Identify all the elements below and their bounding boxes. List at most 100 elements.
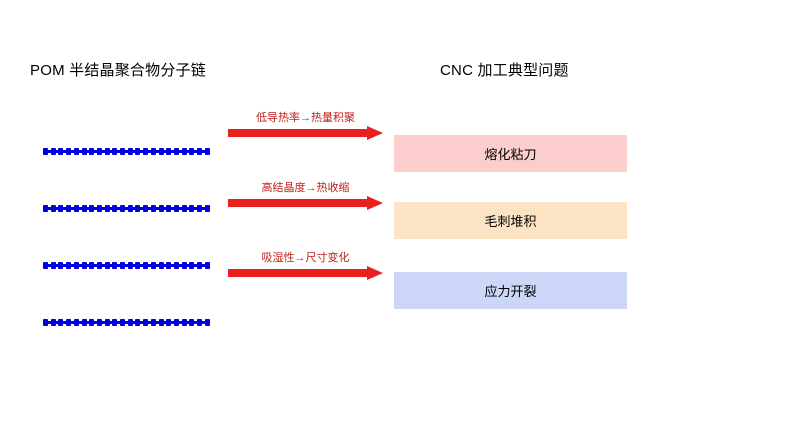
arrow-shaft xyxy=(228,269,370,277)
arrow-label-1: 低导热率→热量积聚 xyxy=(256,112,355,124)
chain-bead xyxy=(43,205,48,212)
polymer-chain-1 xyxy=(43,146,210,157)
chain-bead xyxy=(104,148,110,155)
chain-bead xyxy=(112,262,118,269)
chain-bead xyxy=(120,319,126,326)
chain-bead xyxy=(66,205,72,212)
chain-bead xyxy=(104,262,110,269)
chain-bead xyxy=(197,205,203,212)
chain-bead xyxy=(135,148,141,155)
chain-bead xyxy=(135,319,141,326)
arrow-label-2: 高结晶度→热收缩 xyxy=(261,182,350,194)
chain-bead xyxy=(189,319,195,326)
chain-bead xyxy=(50,205,56,212)
problem-box-label: 熔化粘刀 xyxy=(484,147,537,162)
chain-bead xyxy=(112,148,118,155)
chain-bead-group xyxy=(43,317,210,328)
arrow-head-icon xyxy=(367,196,383,210)
chain-bead xyxy=(50,319,56,326)
chain-bead xyxy=(173,262,179,269)
chain-bead xyxy=(135,205,141,212)
problem-box-burr-buildup: 毛刺堆积 xyxy=(394,202,627,239)
causal-arrow-2 xyxy=(228,196,383,210)
chain-bead xyxy=(181,205,187,212)
chain-bead xyxy=(143,148,149,155)
chain-bead xyxy=(143,319,149,326)
arrow-head-icon xyxy=(367,266,383,280)
chain-bead xyxy=(158,319,164,326)
chain-bead xyxy=(73,262,79,269)
chain-bead xyxy=(204,262,210,269)
chain-bead-group xyxy=(43,260,210,271)
chain-bead xyxy=(204,319,210,326)
chain-bead xyxy=(58,205,64,212)
chain-bead xyxy=(50,262,56,269)
chain-bead xyxy=(66,262,72,269)
chain-bead xyxy=(81,319,87,326)
arrow-head-icon xyxy=(367,126,383,140)
chain-bead xyxy=(43,262,48,269)
chain-bead xyxy=(158,205,164,212)
chain-bead xyxy=(96,262,102,269)
arrow-shaft xyxy=(228,129,370,137)
chain-bead xyxy=(96,205,102,212)
chain-bead xyxy=(197,148,203,155)
chain-bead xyxy=(127,148,133,155)
chain-bead xyxy=(166,262,172,269)
chain-bead xyxy=(120,148,126,155)
causal-arrow-1 xyxy=(228,126,383,140)
chain-bead xyxy=(73,205,79,212)
chain-backbone xyxy=(43,207,210,210)
causal-arrow-3 xyxy=(228,266,383,280)
chain-bead xyxy=(89,319,95,326)
chain-bead xyxy=(43,148,48,155)
chain-bead xyxy=(58,262,64,269)
left-column-heading: POM 半结晶聚合物分子链 xyxy=(30,62,206,79)
chain-bead xyxy=(166,205,172,212)
chain-bead xyxy=(143,262,149,269)
chain-bead xyxy=(181,319,187,326)
chain-bead xyxy=(81,262,87,269)
chain-bead xyxy=(89,148,95,155)
chain-bead xyxy=(127,319,133,326)
chain-bead xyxy=(73,148,79,155)
polymer-chain-3 xyxy=(43,260,210,271)
chain-bead xyxy=(158,262,164,269)
chain-bead xyxy=(96,319,102,326)
chain-bead xyxy=(189,148,195,155)
arrow-shaft xyxy=(228,199,370,207)
chain-bead xyxy=(204,148,210,155)
chain-bead xyxy=(120,262,126,269)
chain-bead xyxy=(173,319,179,326)
chain-bead xyxy=(150,148,156,155)
chain-bead xyxy=(181,262,187,269)
chain-bead xyxy=(135,262,141,269)
chain-bead xyxy=(89,262,95,269)
chain-bead xyxy=(166,148,172,155)
chain-bead xyxy=(189,205,195,212)
chain-bead xyxy=(150,205,156,212)
chain-bead xyxy=(104,205,110,212)
chain-bead xyxy=(120,205,126,212)
chain-bead xyxy=(112,319,118,326)
chain-bead xyxy=(66,148,72,155)
chain-bead xyxy=(173,205,179,212)
chain-bead xyxy=(197,262,203,269)
chain-bead xyxy=(173,148,179,155)
chain-bead xyxy=(181,148,187,155)
arrow-label-3: 吸湿性→尺寸变化 xyxy=(261,252,350,264)
chain-bead xyxy=(81,148,87,155)
polymer-chain-2 xyxy=(43,203,210,214)
chain-bead xyxy=(127,262,133,269)
chain-bead-group xyxy=(43,203,210,214)
chain-bead xyxy=(58,148,64,155)
chain-bead xyxy=(73,319,79,326)
chain-bead xyxy=(112,205,118,212)
right-column-heading: CNC 加工典型问题 xyxy=(440,62,569,79)
problem-box-melt-sticking: 熔化粘刀 xyxy=(394,135,627,172)
problem-box-stress-cracking: 应力开裂 xyxy=(394,272,627,309)
chain-bead xyxy=(104,319,110,326)
chain-bead xyxy=(127,205,133,212)
chain-bead xyxy=(81,205,87,212)
